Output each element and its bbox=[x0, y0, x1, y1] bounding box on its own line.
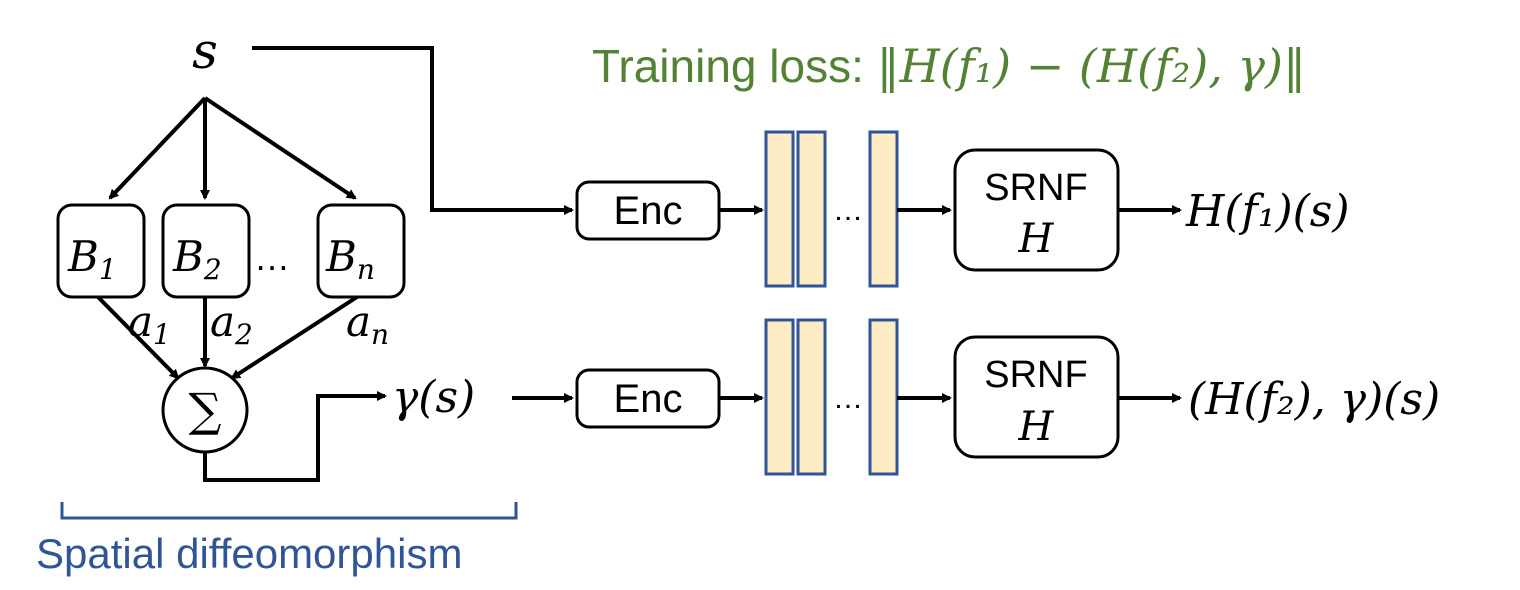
basis-box-bn: Bn bbox=[316, 203, 406, 299]
title-prefix: Training loss: bbox=[592, 40, 877, 92]
feature-bar bbox=[868, 318, 899, 476]
feature-ellipsis: … bbox=[833, 194, 863, 227]
output-top: H(f₁)(s) bbox=[1185, 186, 1350, 237]
feature-stack-top: … bbox=[764, 130, 899, 288]
srnf-bottom: SRNF H bbox=[953, 335, 1120, 459]
weight-an: an bbox=[346, 297, 389, 351]
feature-bar bbox=[764, 318, 795, 476]
feature-stack-bottom: … bbox=[764, 318, 899, 476]
svg-text:H: H bbox=[1018, 404, 1055, 450]
arrow-bn-to-sum bbox=[230, 295, 359, 380]
title-formula: ‖H(f₁) − (H(f₂), γ)‖ bbox=[877, 39, 1306, 93]
arrow-sum-to-gamma bbox=[203, 391, 387, 482]
srnf-top: SRNF H bbox=[953, 148, 1120, 272]
basis-box-b1: B1 bbox=[56, 203, 146, 299]
svg-text:B2: B2 bbox=[172, 232, 222, 286]
basis-ellipsis: … bbox=[254, 237, 290, 278]
arrow-s-to-b1 bbox=[108, 96, 207, 200]
input-s: s bbox=[192, 22, 218, 80]
svg-text:Training loss: ‖H(f₁) − (H(f₂): Training loss: ‖H(f₁) − (H(f₂), γ)‖ bbox=[592, 39, 1306, 93]
svg-text:B1: B1 bbox=[67, 232, 117, 286]
output-bottom: (H(f₂), γ)(s) bbox=[1188, 374, 1440, 425]
arrow-s-to-bn bbox=[203, 96, 357, 200]
arrow-s-to-enc-top bbox=[252, 46, 574, 215]
basis-box-b2: B2 bbox=[161, 203, 251, 299]
arrow-b1-to-sum bbox=[96, 295, 180, 380]
feature-ellipsis: … bbox=[833, 382, 863, 415]
weight-a1: a1 bbox=[128, 297, 171, 351]
bracket-label: Spatial diffeomorphism bbox=[36, 530, 462, 577]
feature-bar bbox=[796, 130, 827, 288]
svg-text:Bn: Bn bbox=[325, 232, 375, 286]
svg-text:Enc: Enc bbox=[614, 189, 683, 233]
feature-bar bbox=[868, 130, 899, 288]
svg-text:Enc: Enc bbox=[614, 377, 683, 421]
sum-node: ∑ bbox=[161, 366, 249, 454]
sum-symbol: ∑ bbox=[189, 383, 222, 437]
feature-bar bbox=[764, 130, 795, 288]
svg-text:H: H bbox=[1018, 216, 1055, 262]
weight-a2: a2 bbox=[210, 297, 253, 351]
encoder-top: Enc bbox=[575, 180, 721, 241]
svg-text:SRNF: SRNF bbox=[984, 167, 1087, 209]
svg-text:SRNF: SRNF bbox=[984, 354, 1087, 396]
gamma-output: γ(s) bbox=[392, 372, 475, 423]
bracket bbox=[60, 502, 518, 520]
feature-bar bbox=[796, 318, 827, 476]
encoder-bottom: Enc bbox=[575, 368, 721, 429]
